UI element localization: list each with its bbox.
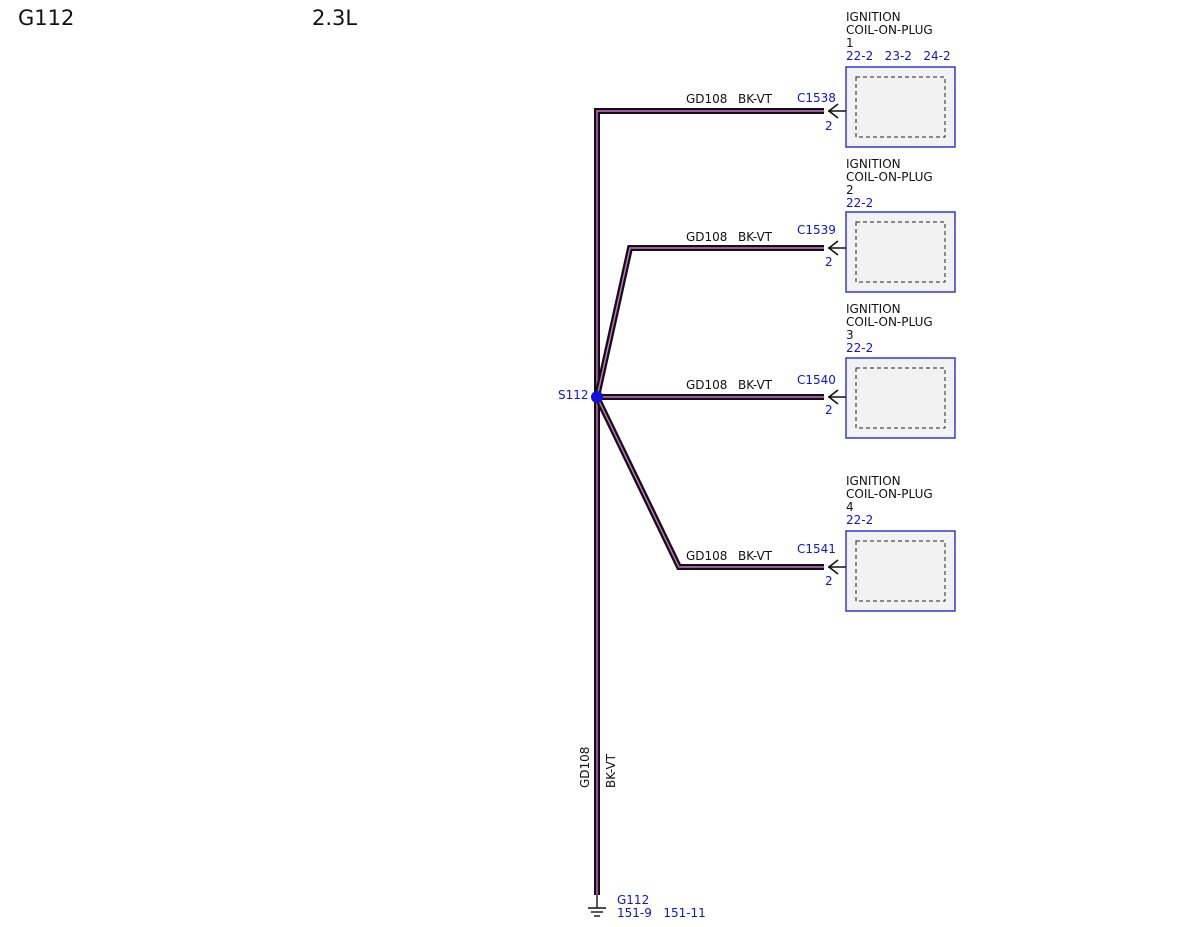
wire-c1541[interactable]: [594, 395, 824, 570]
wire-circuit-label: GD108: [686, 230, 727, 244]
component-inner-dashed: [855, 367, 946, 429]
diagram-title: G112: [18, 6, 75, 30]
splice-s112-dot[interactable]: [591, 391, 603, 403]
connector-id[interactable]: C1539: [797, 223, 836, 237]
wire-circuit-label: GD108: [686, 549, 727, 563]
connector-arrow-icon: [827, 389, 839, 405]
connector-pin: 2: [825, 574, 833, 588]
coil-on-plug-3: IGNITION COIL-ON-PLUG 3 22-2 C1540 2 GD1…: [686, 302, 956, 439]
wire-color-label: BK-VT: [738, 230, 773, 244]
component-number: 1: [846, 36, 854, 50]
ground-icon: [588, 895, 606, 917]
wire-circuit-label: GD108: [686, 92, 727, 106]
connector-arrow-icon: [827, 103, 839, 119]
connector-arrow-icon: [827, 559, 839, 575]
connector-arrow-icon: [827, 240, 839, 256]
component-subtitle: COIL-ON-PLUG: [846, 23, 933, 37]
wire-c1539[interactable]: [594, 245, 824, 398]
component-title: IGNITION: [846, 474, 901, 488]
coil-on-plug-4: IGNITION COIL-ON-PLUG 4 22-2 C1541 2 GD1…: [686, 474, 956, 612]
wire-circuit-label: GD108: [686, 378, 727, 392]
component-box[interactable]: [845, 357, 956, 439]
component-inner-dashed: [855, 221, 946, 283]
connector-id[interactable]: C1538: [797, 91, 836, 105]
component-page-refs[interactable]: 22-2: [846, 341, 873, 355]
connector-pin: 2: [825, 255, 833, 269]
component-number: 2: [846, 183, 854, 197]
component-title: IGNITION: [846, 302, 901, 316]
coil-on-plug-2: IGNITION COIL-ON-PLUG 2 22-2 C1539 2 GD1…: [686, 157, 956, 293]
splice-label[interactable]: S112: [558, 388, 589, 402]
connector-pin: 2: [825, 403, 833, 417]
component-title: IGNITION: [846, 10, 901, 24]
connector-id[interactable]: C1540: [797, 373, 836, 387]
wire-color-label: BK-VT: [738, 378, 773, 392]
component-inner-dashed: [855, 540, 946, 602]
component-page-refs[interactable]: 22-2: [846, 196, 873, 210]
ground-label[interactable]: G112: [617, 893, 649, 907]
component-box[interactable]: [845, 211, 956, 293]
component-subtitle: COIL-ON-PLUG: [846, 487, 933, 501]
component-number: 3: [846, 328, 854, 342]
component-subtitle: COIL-ON-PLUG: [846, 170, 933, 184]
component-page-refs[interactable]: 22-2 23-2 24-2: [846, 49, 951, 63]
connector-pin: 2: [825, 119, 833, 133]
trunk-wire-color-label: BK-VT: [604, 753, 618, 788]
wire-color-label: BK-VT: [738, 549, 773, 563]
component-number: 4: [846, 500, 854, 514]
component-box[interactable]: [845, 66, 956, 148]
component-title: IGNITION: [846, 157, 901, 171]
coil-on-plug-1: IGNITION COIL-ON-PLUG 1 22-2 23-2 24-2 C…: [686, 10, 956, 148]
wire-color-label: BK-VT: [738, 92, 773, 106]
component-box[interactable]: [845, 530, 956, 612]
wire-c1538[interactable]: [594, 108, 824, 895]
engine-label: 2.3L: [312, 6, 358, 30]
component-page-refs[interactable]: 22-2: [846, 513, 873, 527]
component-subtitle: COIL-ON-PLUG: [846, 315, 933, 329]
component-inner-dashed: [855, 76, 946, 138]
connector-id[interactable]: C1541: [797, 542, 836, 556]
trunk-circuit-label: GD108: [578, 747, 592, 788]
ground-page-refs[interactable]: 151-9 151-11: [617, 906, 706, 920]
